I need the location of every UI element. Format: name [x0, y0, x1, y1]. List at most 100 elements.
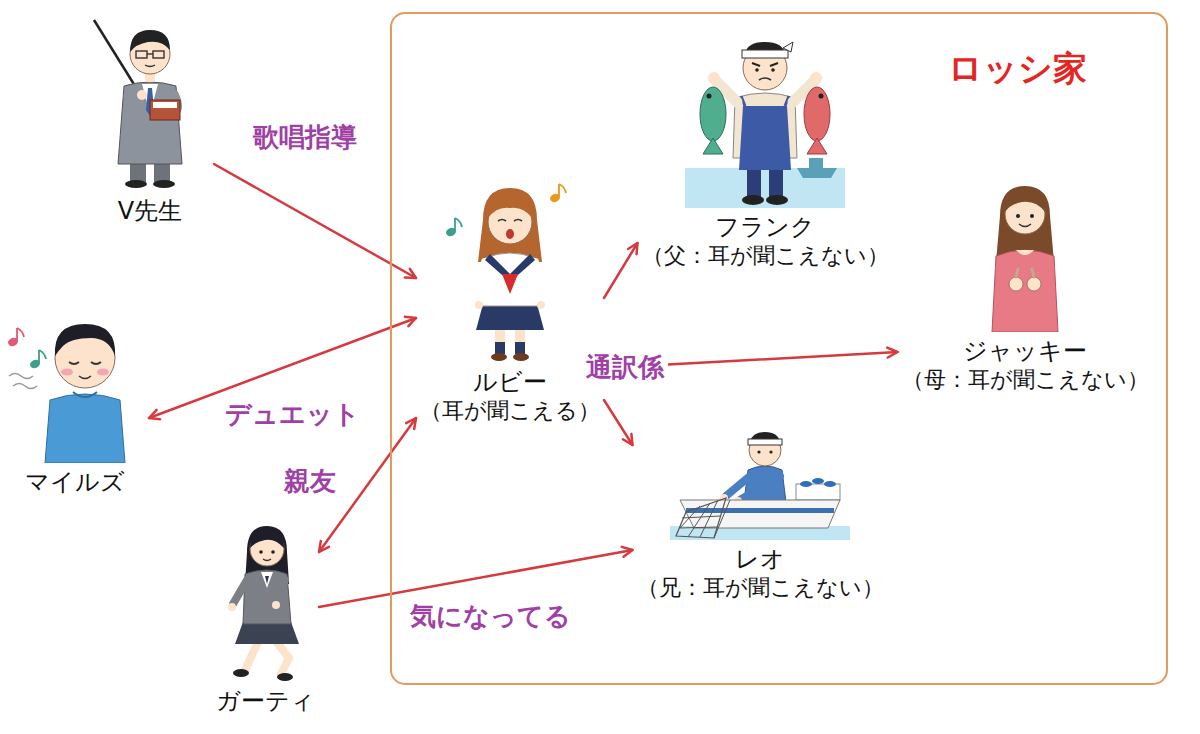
character-illustration-part-part [558, 184, 560, 197]
character-illustration-part [685, 168, 845, 208]
character-illustration [978, 172, 1073, 332]
character-illustration-part [502, 274, 518, 294]
character-illustration-part [807, 138, 827, 154]
group-title: ロッシ家 [948, 48, 1087, 89]
character-illustration-part [800, 481, 812, 487]
character-illustration-part [1016, 214, 1020, 218]
character-note: （耳が聞こえる） [420, 397, 600, 425]
character-illustration-part [514, 220, 522, 222]
character-name: フランク [642, 212, 889, 242]
character-figure: フランク（父：耳が聞こえない） [638, 18, 893, 270]
character-illustration-part [708, 72, 720, 84]
character-illustration-part [136, 51, 147, 58]
character-illustration-part [233, 669, 249, 677]
character-illustration-part [495, 342, 505, 354]
relation-arrow [319, 550, 633, 607]
character-illustration-part [275, 640, 289, 674]
character-note: （兄：耳が聞こえない） [637, 574, 884, 602]
character-illustration-part [446, 218, 462, 237]
character-illustration-part-part [17, 328, 24, 337]
character-illustration-part [498, 220, 506, 222]
character-illustration-part [97, 369, 109, 376]
character-illustration-part [515, 342, 525, 354]
character-illustration-part [476, 304, 544, 330]
character-illustration-part [61, 369, 73, 376]
character-illustration-part [749, 434, 781, 466]
character-illustration-part [1019, 224, 1031, 227]
character-illustration-part [700, 87, 726, 141]
relation-label: 通訳係 [582, 352, 668, 383]
character-illustration-part [819, 94, 824, 99]
family-frame: ロッシ家ルビー（耳が聞こえる）フランク（父：耳が聞こえない）ジャッキー（母：耳が… [390, 12, 1168, 685]
character-illustration [90, 14, 210, 192]
character-illustration-part [233, 580, 247, 604]
relation-arrow [214, 164, 416, 278]
character-illustration-part [265, 576, 269, 584]
character-illustration [445, 178, 575, 363]
character-illustration-part [996, 186, 1054, 262]
character-name: V先生 [90, 196, 210, 226]
character-illustration-part [1027, 277, 1041, 291]
character-name: ジャッキー [902, 336, 1149, 366]
character-illustration-part [488, 194, 532, 218]
character-illustration-part [481, 253, 539, 306]
character-name: ガーティ [215, 686, 315, 716]
relation-label: 気になってる [406, 601, 575, 632]
character-illustration-part [703, 138, 723, 154]
character-illustration-part-part [455, 218, 462, 227]
character-illustration-part [153, 51, 164, 58]
character-illustration-part [757, 450, 760, 453]
character-illustration-part [769, 450, 772, 453]
character-illustration-part [1016, 269, 1018, 277]
character-illustration [685, 18, 845, 208]
character-illustration-part [1005, 192, 1045, 212]
character-illustration-part [535, 262, 541, 302]
character-illustration-part [228, 603, 236, 611]
character-illustration-part [752, 63, 760, 66]
character-illustration-part [679, 500, 730, 538]
character-illustration-part [235, 622, 299, 644]
character-illustration-part [759, 78, 771, 80]
character-illustration-part [150, 100, 180, 120]
character-name: マイルズ [5, 467, 145, 497]
relation-label: デュエット [221, 399, 364, 430]
character-illustration-part-part [559, 184, 566, 193]
relation-arrow [604, 400, 633, 445]
character-illustration-part-part [38, 350, 40, 363]
character-illustration-part [742, 50, 788, 58]
character-illustration-part [680, 500, 840, 528]
character-illustration-part [1016, 250, 1034, 255]
character-illustration-part [73, 392, 97, 397]
character-illustration-part [479, 262, 485, 302]
character-illustration-part [478, 188, 542, 262]
character-illustration-part [748, 439, 782, 445]
character-illustration-part [263, 559, 271, 561]
character-illustration-part [537, 301, 545, 309]
character-illustration-part [550, 184, 566, 203]
character-illustration-part [1032, 269, 1034, 277]
character-illustration [215, 512, 315, 682]
character-illustration-part [153, 180, 175, 188]
character-figure: マイルズ [1, 298, 149, 497]
character-illustration-part [783, 42, 793, 52]
character-illustration-part [130, 30, 170, 52]
character-name: ルビー [420, 367, 600, 397]
character-illustration-part [740, 476, 780, 500]
character-illustration-part [145, 65, 155, 67]
character-illustration-part-part [16, 328, 18, 341]
character-illustration-part [9, 374, 33, 379]
character-illustration [5, 298, 145, 463]
character-illustration-part [743, 46, 787, 90]
character-illustration-part [79, 376, 91, 379]
relation-label: 親友 [280, 466, 340, 497]
character-figure: ルビー（耳が聞こえる） [416, 178, 604, 425]
character-illustration-part [250, 530, 284, 548]
character-illustration-part [513, 353, 529, 361]
character-illustration-part [771, 68, 775, 72]
relation-label: 歌唱指導 [249, 122, 361, 153]
frame-outline [391, 13, 1167, 684]
character-illustration-part [506, 229, 514, 239]
character-illustration-part-part [39, 350, 46, 359]
character-illustration-part [271, 550, 275, 554]
character-illustration [670, 400, 850, 540]
